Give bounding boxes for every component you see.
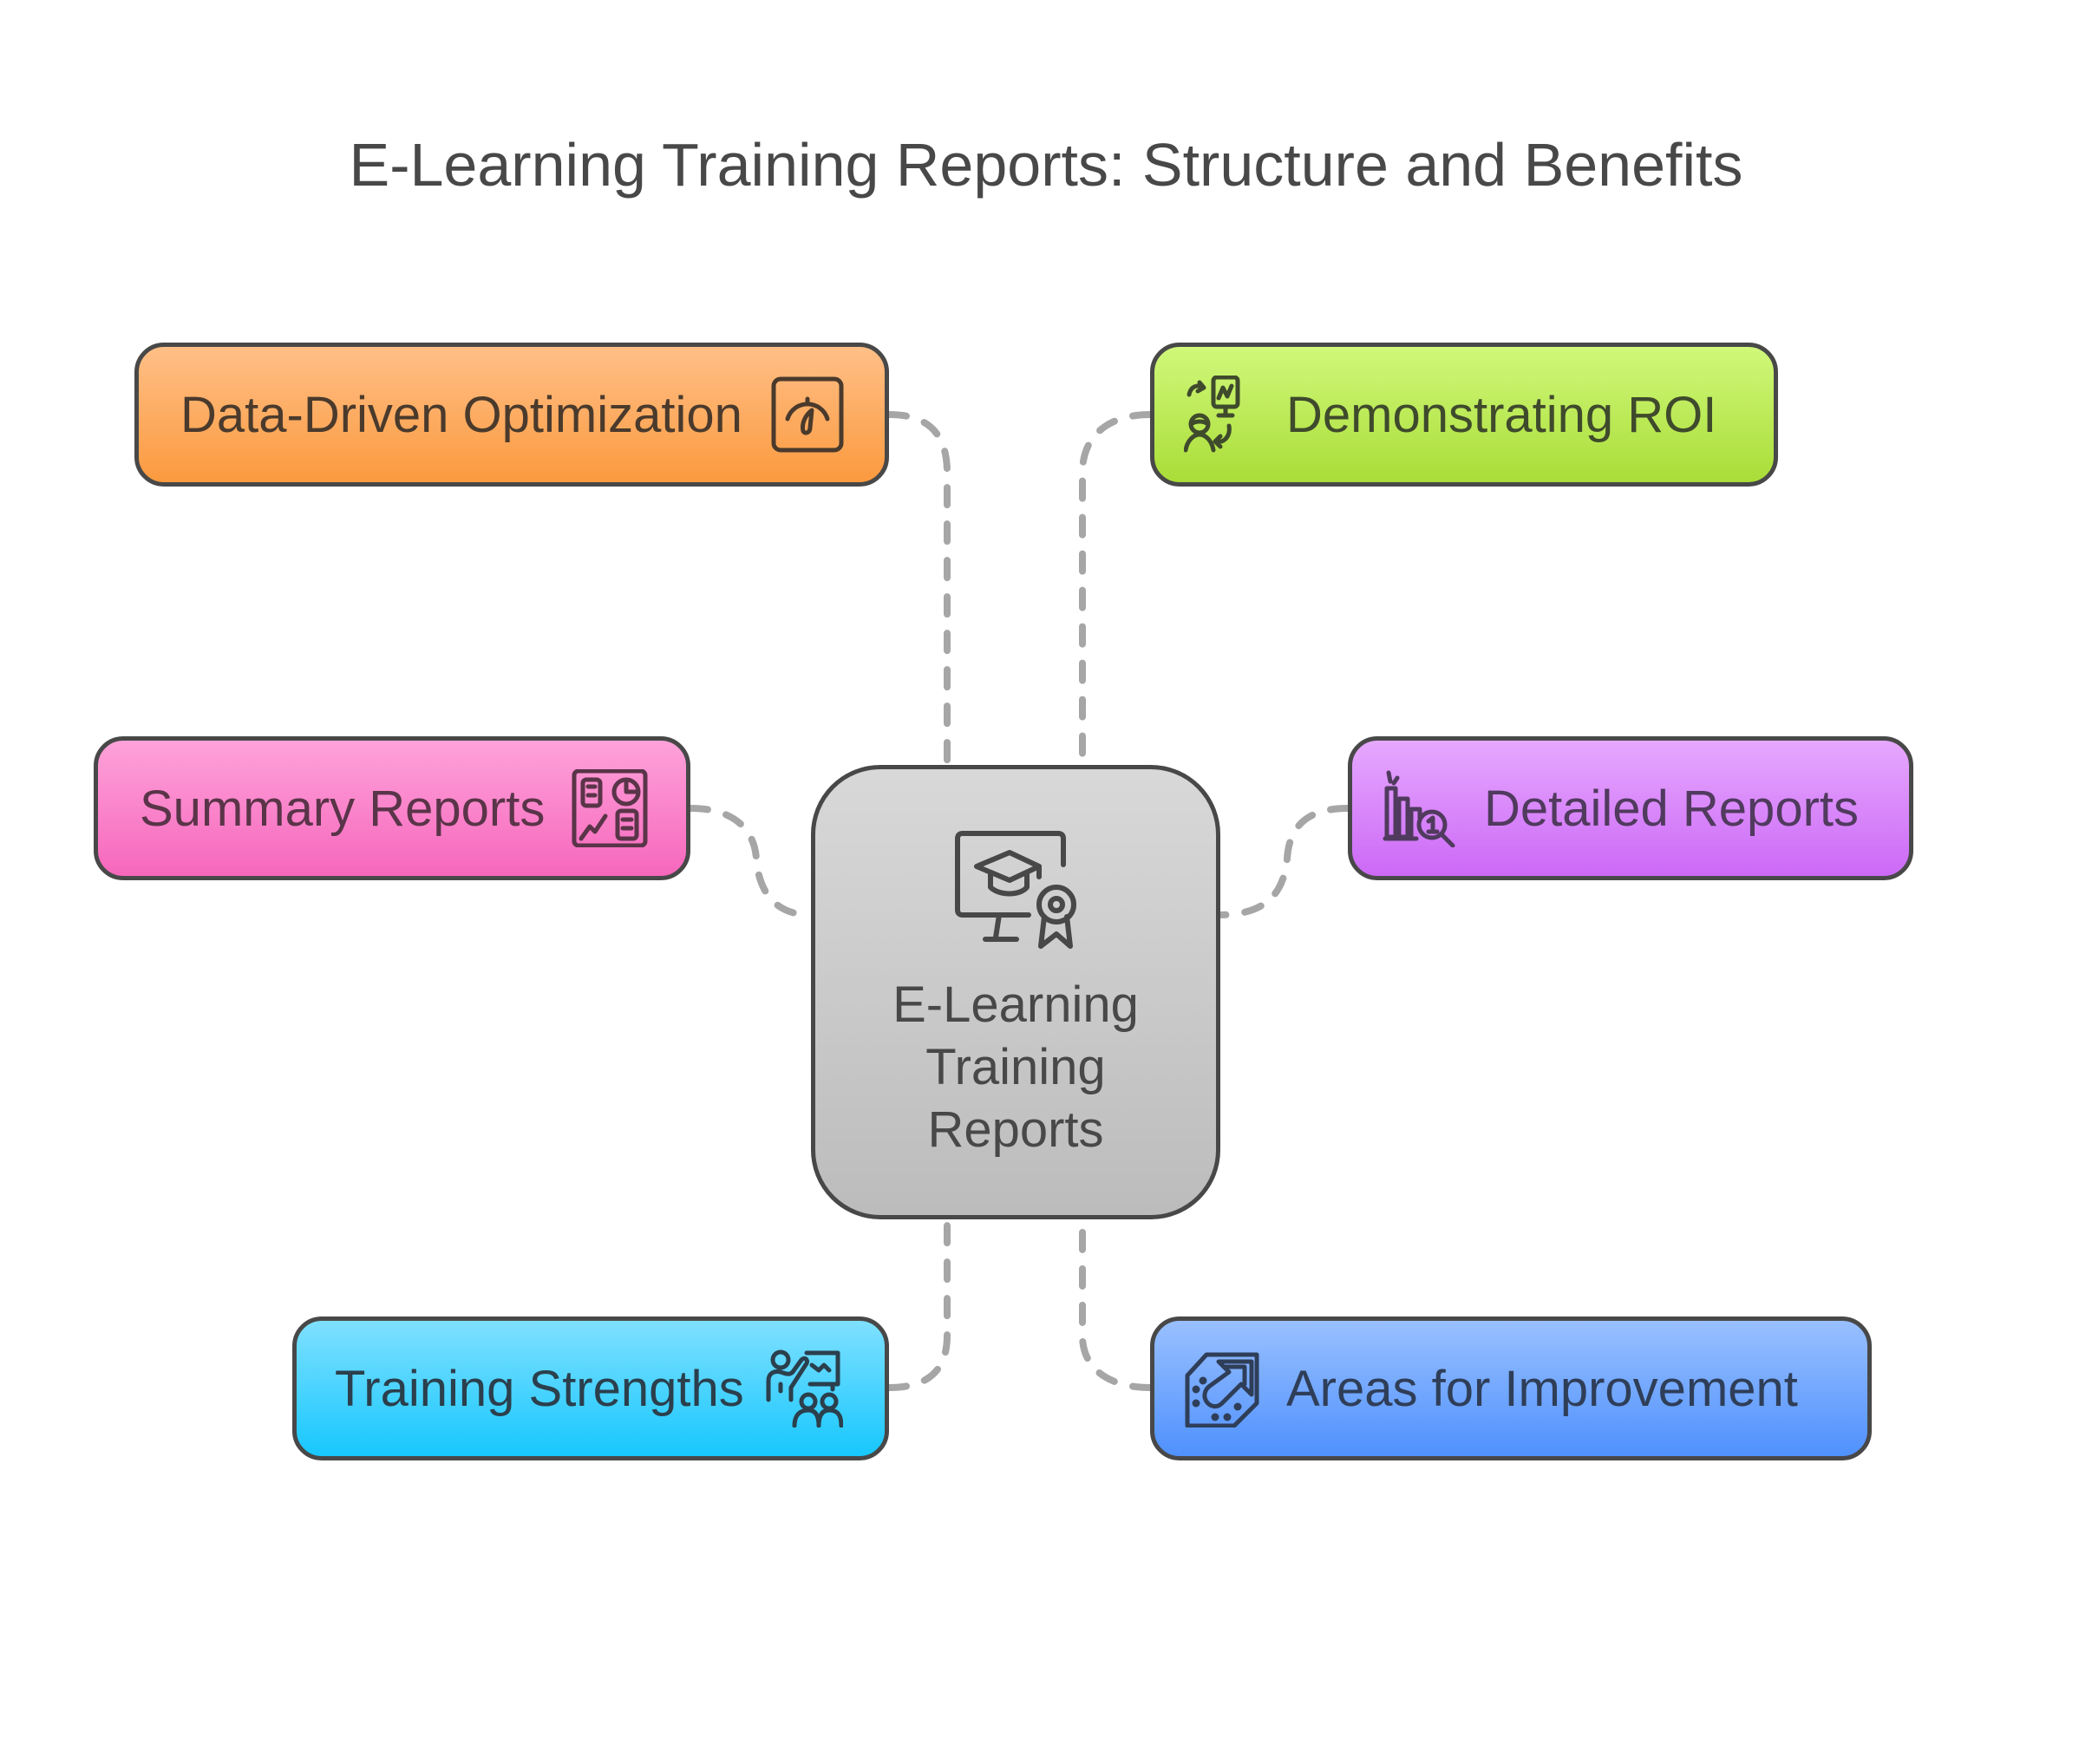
diagram-title: E-Learning Training Reports: Structure a… [349, 131, 1743, 199]
node-label: Demonstrating ROI [1286, 386, 1717, 443]
node-training-strengths[interactable]: Training Strengths [292, 1316, 889, 1460]
center-label: E-Learning Training Reports [815, 974, 1216, 1161]
node-areas-for-improvement[interactable]: Areas for Improvement [1150, 1316, 1872, 1460]
center-label-line: Training [925, 1039, 1106, 1095]
connector-areas-for-improvement [1079, 1215, 1154, 1391]
presenter-roi-icon [1184, 376, 1262, 454]
node-label: Areas for Improvement [1286, 1360, 1798, 1417]
node-detailed-reports[interactable]: Detailed Reports [1348, 736, 1913, 880]
node-label: Training Strengths [335, 1360, 744, 1417]
node-demonstrating-roi[interactable]: Demonstrating ROI [1150, 343, 1778, 487]
node-label: Detailed Reports [1484, 780, 1859, 837]
growth-arrow-icon [1184, 1349, 1262, 1428]
trainer-audience-icon [765, 1349, 843, 1428]
center-node-e-learning-training-reports[interactable]: E-Learning Training Reports [811, 765, 1220, 1219]
connector-training-strengths [886, 1215, 951, 1391]
center-label-line: Reports [927, 1101, 1104, 1158]
dashboard-icon [571, 769, 649, 847]
node-label: Data-Driven Optimization [180, 386, 742, 443]
connector-demonstrating-roi [1079, 411, 1154, 768]
node-label: Summary Reports [140, 780, 546, 837]
node-data-driven-optimization[interactable]: Data-Driven Optimization [134, 343, 889, 487]
bar-chart-magnifier-icon [1382, 769, 1460, 847]
connector-detailed-reports [1215, 805, 1351, 918]
elearning-certificate-icon [954, 830, 1084, 960]
gauge-icon [768, 376, 847, 454]
node-summary-reports[interactable]: Summary Reports [94, 736, 690, 880]
connector-data-driven-optimization [886, 411, 951, 768]
center-label-line: E-Learning [892, 977, 1139, 1033]
connector-summary-reports [687, 805, 814, 918]
